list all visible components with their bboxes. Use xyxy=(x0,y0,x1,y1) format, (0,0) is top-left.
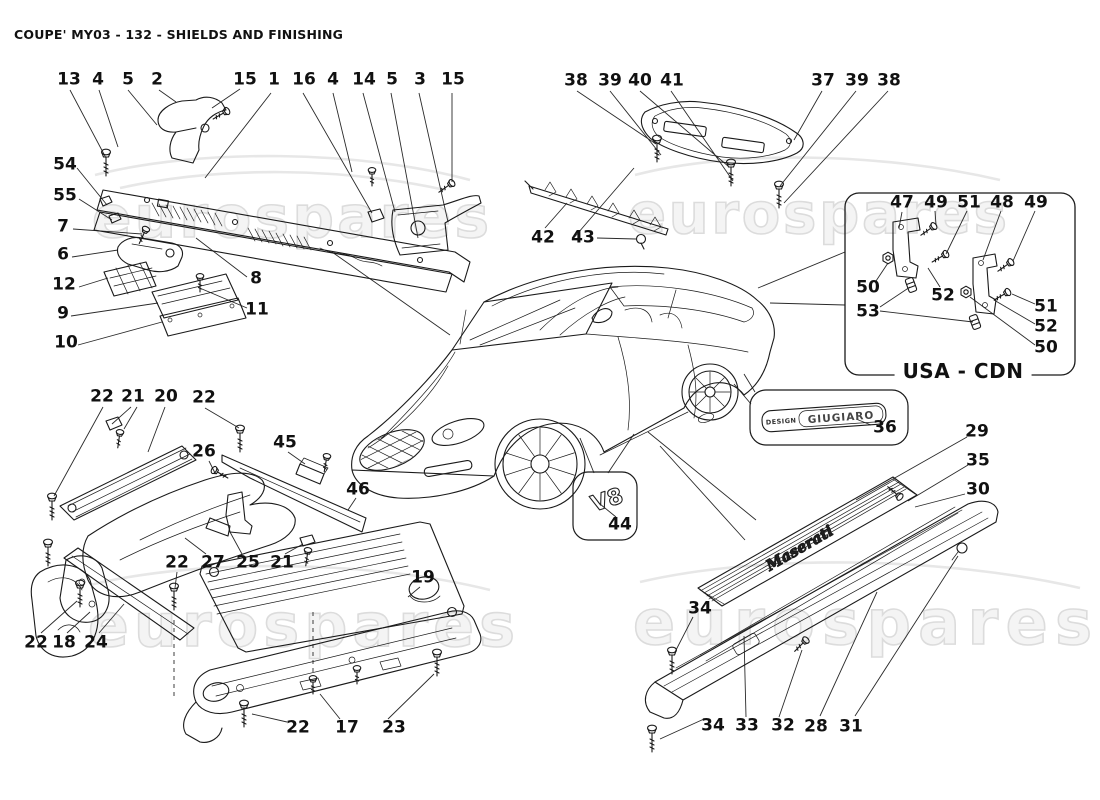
watermark-top-left: eurospares xyxy=(91,154,492,252)
part-number-label: 35 xyxy=(966,450,990,471)
part-number-label: 4 xyxy=(327,69,339,90)
part-number-label: 33 xyxy=(735,715,759,736)
part-number-label: 18 xyxy=(52,632,76,653)
part-number-label: 28 xyxy=(804,716,828,737)
watermark-bottom-left: eurospares xyxy=(87,564,518,662)
part-number-label: 2 xyxy=(151,69,163,90)
part-number-label: 14 xyxy=(352,69,376,90)
part-number-label: 22 xyxy=(165,552,189,573)
part-number-label: 29 xyxy=(965,421,989,442)
part-number-label: 44 xyxy=(608,514,632,535)
part-number-label: 37 xyxy=(811,70,835,91)
part-number-label: 12 xyxy=(52,274,76,295)
part-number-label: 27 xyxy=(201,552,225,573)
part-number-label: 43 xyxy=(571,227,595,248)
watermark-text: eurospares xyxy=(92,183,492,251)
part-number-label: 53 xyxy=(856,301,880,322)
underbody-shield-group xyxy=(640,100,804,209)
part-number-label: 13 xyxy=(57,69,81,90)
part-number-label: 7 xyxy=(57,216,69,237)
usa-cdn-label: USA - CDN xyxy=(894,359,1032,383)
part-number-label: 15 xyxy=(441,69,465,90)
part-number-label: 30 xyxy=(966,479,990,500)
part-number-label: 24 xyxy=(84,632,108,653)
part-number-label: 49 xyxy=(1024,192,1048,213)
part-number-label: 16 xyxy=(292,69,316,90)
part-number-label: 52 xyxy=(931,285,955,306)
part-number-label: 23 xyxy=(382,717,406,738)
part-number-label: 5 xyxy=(386,69,398,90)
part-number-label: 22 xyxy=(90,386,114,407)
leader-lines xyxy=(40,88,1036,740)
part-number-label: 4 xyxy=(92,69,104,90)
part-number-label: 3 xyxy=(414,69,426,90)
part-number-label: 6 xyxy=(57,244,69,265)
page-title: COUPE' MY03 - 132 - SHIELDS AND FINISHIN… xyxy=(14,27,344,42)
part-number-label: 21 xyxy=(121,386,145,407)
part-number-label: 34 xyxy=(701,715,725,736)
part-number-label: 34 xyxy=(688,598,712,619)
part-number-label: 49 xyxy=(924,192,948,213)
part-number-label: 42 xyxy=(531,227,555,248)
badge-design-text: DESIGN xyxy=(766,416,797,426)
part-number-label: 39 xyxy=(598,70,622,91)
part-number-label: 8 xyxy=(250,268,262,289)
watermark-text: eurospares xyxy=(88,591,518,661)
part-number-label: 1 xyxy=(268,69,280,90)
part-number-label: 17 xyxy=(335,717,359,738)
part-number-label: 32 xyxy=(771,715,795,736)
part-number-label: 45 xyxy=(273,432,297,453)
part-number-label: 47 xyxy=(890,192,914,213)
part-number-label: 36 xyxy=(873,417,897,438)
part-number-label: 54 xyxy=(53,154,77,175)
part-number-label: 50 xyxy=(1034,337,1058,358)
part-number-label: 22 xyxy=(192,387,216,408)
part-number-label: 52 xyxy=(1034,316,1058,337)
part-number-label: 21 xyxy=(270,552,294,573)
part-number-label: 11 xyxy=(245,299,269,320)
part-number-label: 22 xyxy=(286,717,310,738)
giugiaro-badge-box: DESIGN GIUGIARO xyxy=(749,389,909,446)
part-number-label: 50 xyxy=(856,277,880,298)
part-number-label: 51 xyxy=(957,192,981,213)
badge-giugiaro-text: GIUGIARO xyxy=(807,409,874,426)
part-number-label: 15 xyxy=(233,69,257,90)
part-number-label: 38 xyxy=(564,70,588,91)
cowl-shield-group xyxy=(93,96,482,337)
part-number-label: 10 xyxy=(54,332,78,353)
trim-strip-group xyxy=(524,180,669,250)
car-illustration xyxy=(351,265,775,510)
part-number-label: 40 xyxy=(628,70,652,91)
part-number-label: 19 xyxy=(411,567,435,588)
part-number-label: 46 xyxy=(346,479,370,500)
part-number-label: 48 xyxy=(990,192,1014,213)
sill-shields-left-group xyxy=(30,416,482,743)
part-number-label: 20 xyxy=(154,386,178,407)
part-number-label: 5 xyxy=(122,69,134,90)
part-number-label: 41 xyxy=(660,70,684,91)
part-number-label: 9 xyxy=(57,303,69,324)
part-number-label: 22 xyxy=(24,632,48,653)
part-number-label: 38 xyxy=(877,70,901,91)
part-number-label: 26 xyxy=(192,441,216,462)
part-number-label: 51 xyxy=(1034,296,1058,317)
part-number-label: 31 xyxy=(839,716,863,737)
part-number-label: 25 xyxy=(236,552,260,573)
part-number-label: 55 xyxy=(53,185,77,206)
part-number-label: 39 xyxy=(845,70,869,91)
